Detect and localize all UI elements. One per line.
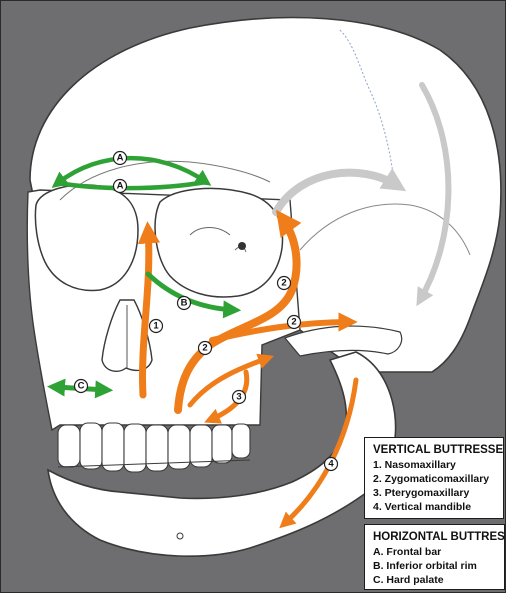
label-2-medial: 2: [199, 342, 212, 355]
right-orbit: [155, 188, 282, 297]
vertical-legend-item: 2. Zygomaticomaxillary: [373, 472, 495, 486]
vertical-legend-item: 1. Nasomaxillary: [373, 458, 495, 472]
label-A-upper: A: [114, 152, 127, 165]
svg-text:A: A: [117, 181, 124, 192]
label-1: 1: [150, 320, 163, 333]
label-A-lower: A: [114, 180, 127, 193]
svg-text:2: 2: [291, 317, 296, 328]
vertical-legend-item: 3. Pterygomaxillary: [373, 486, 495, 500]
svg-text:3: 3: [236, 392, 241, 403]
svg-text:A: A: [117, 153, 124, 164]
vertical-legend-item: 4. Vertical mandible: [373, 500, 495, 514]
svg-text:C: C: [78, 381, 85, 392]
label-3: 3: [233, 391, 246, 404]
label-2-lateral: 2: [288, 316, 301, 329]
svg-text:1: 1: [153, 321, 159, 332]
label-C: C: [75, 380, 88, 393]
label-4: 4: [325, 458, 338, 471]
horizontal-legend-item: A. Frontal bar: [373, 545, 496, 559]
label-B: B: [178, 297, 191, 310]
horizontal-legend-item: C. Hard palate: [373, 573, 496, 587]
svg-text:B: B: [181, 298, 188, 309]
horizontal-legend-title: HORIZONTAL BUTTRESSES: [373, 530, 496, 545]
vertical-legend-title: VERTICAL BUTTRESSES: [373, 443, 495, 458]
horizontal-buttresses-legend: HORIZONTAL BUTTRESSES A. Frontal bar B. …: [364, 524, 505, 590]
label-2-upper: 2: [278, 277, 291, 290]
svg-text:2: 2: [202, 343, 207, 354]
vertical-buttresses-legend: VERTICAL BUTTRESSES 1. Nasomaxillary 2. …: [364, 437, 504, 519]
svg-text:4: 4: [328, 459, 334, 470]
horizontal-legend-item: B. Inferior orbital rim: [373, 559, 496, 573]
svg-text:2: 2: [281, 278, 286, 289]
